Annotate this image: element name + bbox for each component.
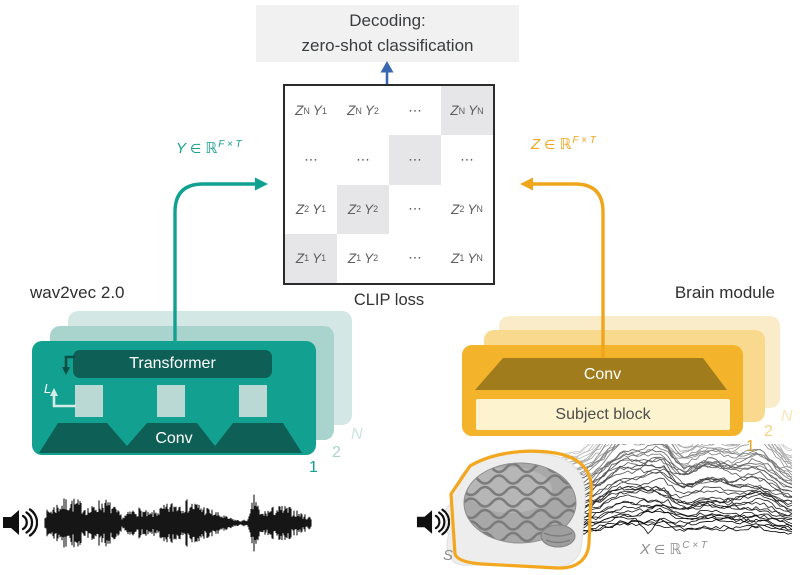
brain-outline [463,462,577,544]
clip-loss-label: CLIP loss [353,291,425,309]
decoding-line2: zero-shot classification [301,35,474,55]
real-set-symbol: ℝ [559,136,572,153]
sensor-helmet-outline [449,449,593,570]
audio-waveform [44,494,312,552]
matrix-cell: ⋯ [408,201,422,217]
meg-signal-dims: C × T [682,540,707,551]
cerebellum-lines [543,532,573,544]
matrix-cell: ⋯ [408,250,422,266]
decoding-box: Decoding: zero-shot classification [256,5,519,62]
brain-conv-label: Conv [583,366,622,383]
audio-latent-label: Y∈ℝF × T [176,139,242,157]
wav2vec-conv-trapezoids [39,423,302,453]
matrix-cell: ⋯ [389,135,441,185]
matrix-cell: ⋯ [408,102,422,118]
audio-latent-dims: F × T [218,139,242,150]
subject-block: Subject block [476,399,730,430]
speaker-icon [416,508,450,536]
wav2vec-stack-n: N [351,426,363,443]
brain-stack-n: N [781,408,793,425]
latent-square [239,385,267,417]
speaker-icon [3,508,38,537]
real-set-symbol: ℝ [669,541,682,558]
meg-traces [560,444,793,536]
element-of-symbol: ∈ [190,141,202,156]
layers-count-label: L [44,381,52,396]
brain-stack-1: 1 [746,438,755,455]
conv-trapezoid-shape [475,358,727,390]
brain-stack-2: 2 [764,423,773,440]
meg-signal-label: X∈ℝC × T [640,540,707,558]
waveform-path [44,494,312,552]
brain-latent-label: Z∈ℝF × T [531,135,596,153]
wav2vec-conv-label: Conv [155,430,193,447]
blue-arrow [380,61,394,84]
element-of-symbol: ∈ [544,137,556,152]
brain-illustration [464,463,576,543]
conv-trapezoid-shape [39,423,302,453]
wav2vec-title: wav2vec 2.0 [30,283,125,302]
brain-module-title: Brain module [674,283,775,302]
matrix-cell: ⋯ [356,151,370,167]
matrix-cell: ⋯ [304,151,318,167]
latent-square [157,385,185,417]
audio-latent-var: Y [176,140,187,157]
transformer-block: Transformer [73,350,272,378]
matrix-cell: ⋯ [460,151,474,167]
real-set-symbol: ℝ [205,140,218,157]
brain-conv-trapezoid [475,358,727,390]
decoding-line1: Decoding: [349,11,426,31]
subject-label: S [443,547,454,564]
brain-latent-dims: F × T [572,135,596,146]
latent-square [75,385,103,417]
wav2vec-stack-1: 1 [309,459,318,476]
head-with-brain [444,449,593,570]
meg-signal-var: X [640,541,651,558]
element-of-symbol: ∈ [654,542,666,557]
brain-latent-var: Z [531,136,541,153]
wav2vec-stack-2: 2 [332,444,341,461]
